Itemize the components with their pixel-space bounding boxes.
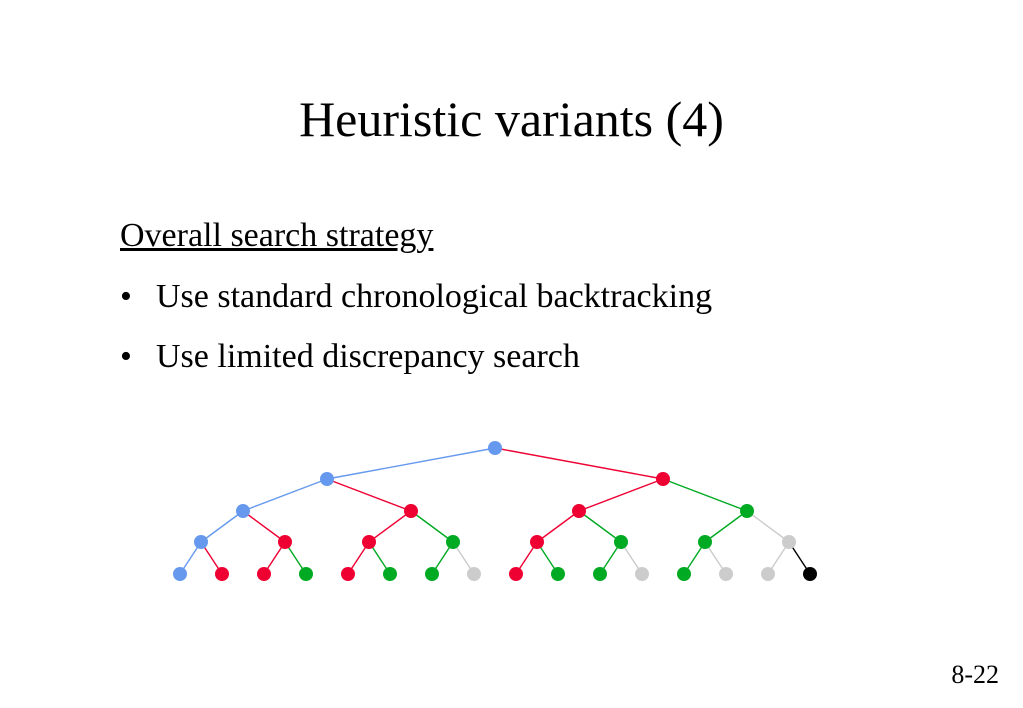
tree-edge <box>242 510 286 543</box>
tree-leaf-node <box>215 567 229 581</box>
tree-root-node <box>488 441 502 455</box>
tree-edge <box>242 478 328 512</box>
tree-leaf-node <box>593 567 607 581</box>
tree-node <box>236 504 250 518</box>
tree-leaf-node <box>719 567 733 581</box>
bullet-icon: • <box>120 278 132 315</box>
bullet-item-limited-discrepancy-search: • Use limited discrepancy search <box>120 337 580 378</box>
bullet-item-chronological-backtracking: • Use standard chronological backtracking <box>120 277 712 318</box>
bullet-text: Use standard chronological backtracking <box>156 278 713 315</box>
tree-node <box>194 535 208 549</box>
tree-leaf-node <box>635 567 649 581</box>
tree-node <box>572 504 586 518</box>
tree-node <box>656 472 670 486</box>
tree-edge <box>578 478 664 512</box>
tree-node <box>362 535 376 549</box>
tree-edge <box>326 478 412 512</box>
tree-node <box>614 535 628 549</box>
tree-leaf-node <box>173 567 187 581</box>
tree-node <box>404 504 418 518</box>
tree-leaf-node <box>677 567 691 581</box>
tree-node <box>320 472 334 486</box>
tree-edge <box>200 510 244 543</box>
tree-edge <box>326 447 496 480</box>
tree-edge <box>746 510 790 543</box>
tree-leaf-node <box>761 567 775 581</box>
bullet-text: Use limited discrepancy search <box>156 338 580 375</box>
tree-leaf-node <box>299 567 313 581</box>
tree-leaf-node <box>467 567 481 581</box>
section-heading: Overall search strategy <box>120 217 434 254</box>
tree-leaf-node <box>341 567 355 581</box>
tree-leaf-node <box>257 567 271 581</box>
page-number: 8-22 <box>951 660 999 689</box>
tree-edge <box>578 510 622 543</box>
tree-leaf-node <box>551 567 565 581</box>
tree-node <box>446 535 460 549</box>
tree-edge <box>704 510 748 543</box>
tree-node <box>530 535 544 549</box>
tree-edge <box>368 510 412 543</box>
tree-leaf-node <box>425 567 439 581</box>
tree-node <box>278 535 292 549</box>
tree-node <box>782 535 796 549</box>
bullet-icon: • <box>120 338 132 375</box>
tree-edge <box>410 510 454 543</box>
tree-edge <box>536 510 580 543</box>
tree-leaf-node <box>383 567 397 581</box>
tree-edge <box>494 447 664 480</box>
tree-node <box>698 535 712 549</box>
slide-title: Heuristic variants (4) <box>299 91 724 147</box>
tree-leaf-node <box>803 567 817 581</box>
tree-edge <box>662 478 748 512</box>
tree-leaf-node <box>509 567 523 581</box>
tree-node <box>740 504 754 518</box>
